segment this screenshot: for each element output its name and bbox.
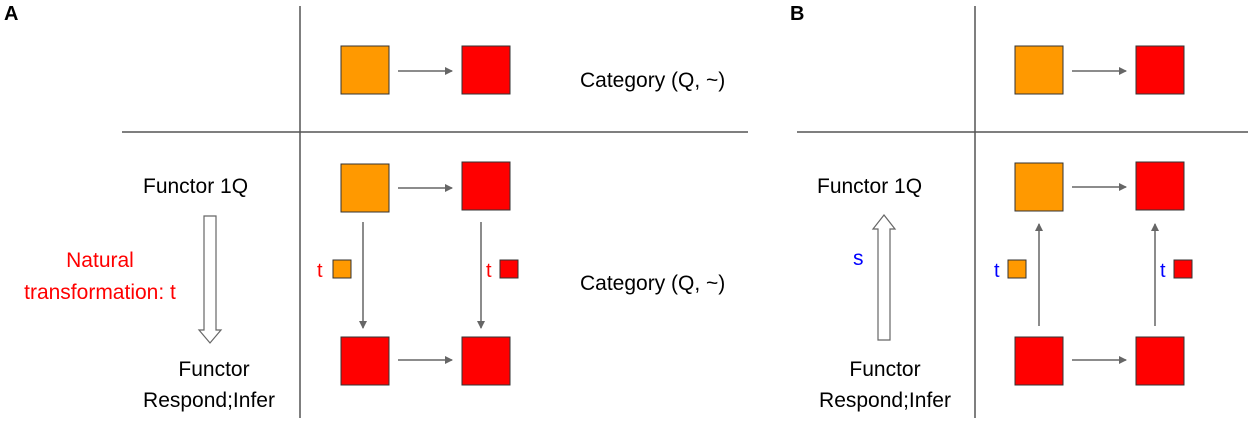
panel-b-mid-red-object — [1135, 161, 1185, 211]
panel-b-functor-1q-label: Functor 1Q — [817, 175, 922, 198]
panel-b-letter: B — [790, 3, 804, 25]
panel-a-functor-bottom-line1: Functor — [178, 358, 249, 381]
panel-a: A Category (Q, ~) t t Category (Q, ~) Fu… — [4, 3, 748, 418]
panel-b-t-right-square — [1173, 259, 1193, 279]
panel-b-s-label: s — [853, 247, 864, 270]
panel-a-mid-red-object — [461, 161, 511, 211]
panel-a-middle-category-label: Category (Q, ~) — [580, 272, 725, 295]
panel-b-top-orange-object — [1014, 45, 1064, 95]
panel-a-top-orange-object — [340, 45, 390, 95]
panel-a-bottom-left-red-object — [340, 336, 390, 386]
panel-a-functor-bottom-line2: Respond;Infer — [143, 389, 275, 412]
panel-b-functor-bottom-line2: Respond;Infer — [819, 389, 951, 412]
panel-a-functor-1q-label: Functor 1Q — [143, 175, 248, 198]
panel-b-bottom-right-red-object — [1135, 336, 1185, 386]
panel-a-letter: A — [4, 3, 18, 25]
panel-a-top-category-label: Category (Q, ~) — [580, 69, 725, 92]
panel-a-down-hollow-arrow — [197, 215, 223, 344]
panel-b-t-left-label: t — [994, 260, 1000, 282]
panel-a-transformation-label: transformation: t — [24, 281, 176, 304]
panel-b-mid-orange-object — [1014, 162, 1064, 212]
panel-b-up-hollow-arrow — [871, 214, 897, 341]
panel-a-mid-orange-object — [340, 163, 390, 213]
panel-b: B t t Functor 1Q s Functor Respond;Infer — [790, 3, 1248, 418]
panel-a-top-red-object — [461, 45, 511, 95]
panel-a-t-left-label: t — [317, 260, 323, 282]
panel-b-bottom-left-red-object — [1014, 336, 1064, 386]
panel-b-t-right-label: t — [1160, 260, 1166, 282]
panel-a-bottom-right-red-object — [461, 336, 511, 386]
panel-b-top-red-object — [1135, 45, 1185, 95]
panel-b-t-left-square — [1007, 259, 1027, 279]
panel-a-natural-label: Natural — [66, 249, 134, 272]
panel-a-t-right-label: t — [486, 260, 492, 282]
panel-a-t-left-square — [332, 259, 352, 279]
panel-a-t-right-square — [499, 259, 519, 279]
panel-b-functor-bottom-line1: Functor — [849, 358, 920, 381]
